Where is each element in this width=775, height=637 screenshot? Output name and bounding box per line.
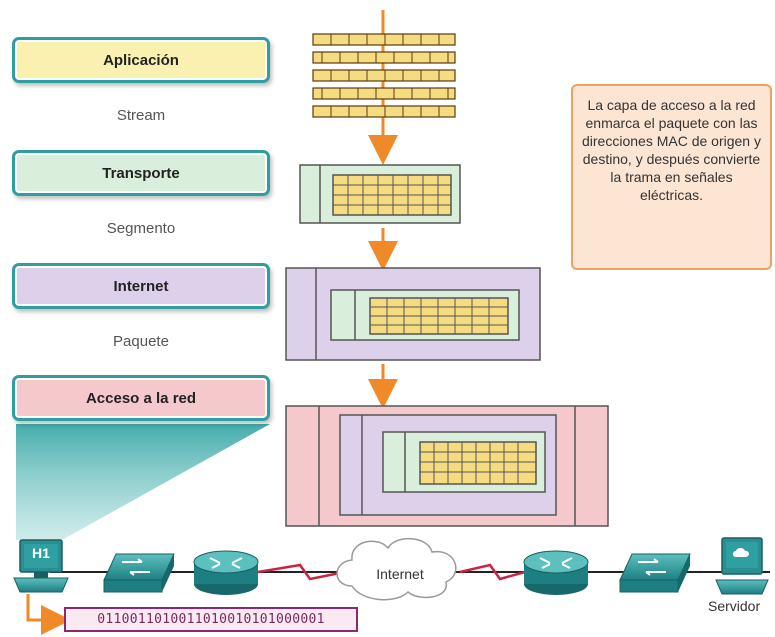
serial-link-left xyxy=(257,563,346,581)
packet-pdu xyxy=(285,267,541,361)
layer-internet-label: Internet xyxy=(113,277,169,295)
cloud-icon xyxy=(336,537,457,601)
stream-data xyxy=(312,33,456,118)
info-note: La capa de acceso a la red enmarca el pa… xyxy=(571,84,772,270)
cloud-label: Internet xyxy=(376,566,424,582)
switch-icon-right xyxy=(619,553,691,593)
layer-network-access[interactable]: Acceso a la red xyxy=(12,375,270,421)
router-icon xyxy=(193,550,259,595)
layer-transport[interactable]: Transporte xyxy=(12,150,270,196)
bits-arrow xyxy=(26,594,71,635)
focus-beam xyxy=(16,424,270,540)
layer-application[interactable]: Aplicación xyxy=(12,37,270,83)
segment-pdu xyxy=(299,164,461,224)
layer-application-label: Aplicación xyxy=(103,51,179,69)
server-icon xyxy=(715,537,769,595)
server-label: Servidor xyxy=(708,598,761,614)
layer-internet[interactable]: Internet xyxy=(12,263,270,309)
pc-icon xyxy=(13,539,69,593)
router-icon-right xyxy=(523,550,589,595)
pdu-stream-label: Stream xyxy=(116,107,166,124)
layer-network-access-label: Acceso a la red xyxy=(85,389,197,407)
serial-link-right xyxy=(459,563,526,581)
host-label: H1 xyxy=(32,545,50,561)
frame-pdu xyxy=(285,405,609,527)
switch-icon xyxy=(103,553,175,593)
pdu-packet-label: Paquete xyxy=(113,333,169,350)
bit-stream: 0110011010011010010101000001 xyxy=(64,607,358,632)
pdu-segment-label: Segmento xyxy=(106,220,176,237)
layer-transport-label: Transporte xyxy=(102,164,180,182)
